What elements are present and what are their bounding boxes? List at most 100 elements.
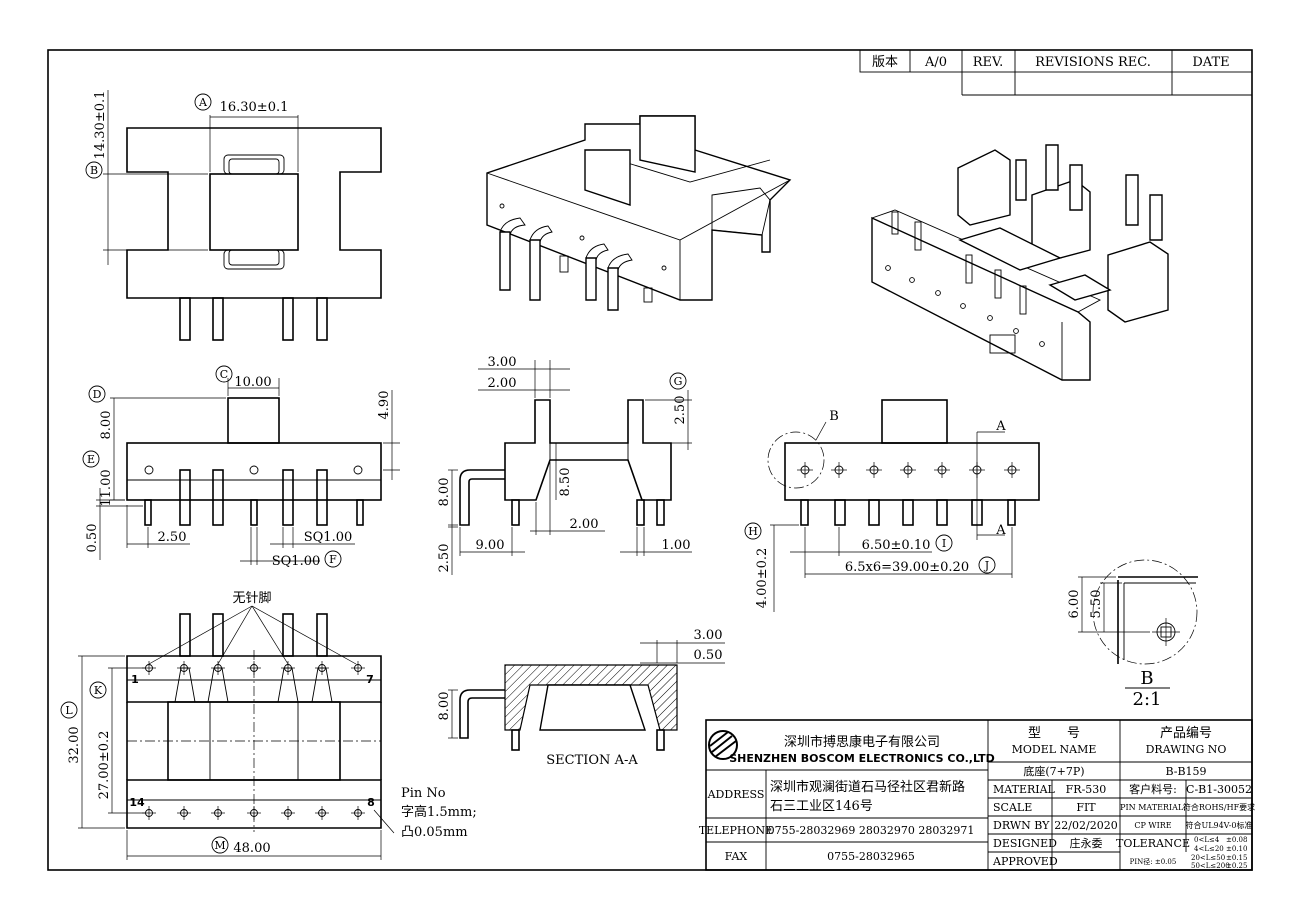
dim-side-base: 2.50 bbox=[437, 544, 452, 573]
material-label: MATERIAL bbox=[993, 783, 1056, 796]
dim-pin-total: 6.5x6=39.00±0.20 bbox=[845, 560, 969, 575]
pin-material-label: PIN MATERIAL: bbox=[1120, 803, 1186, 812]
cp-wire-value: 符合UL94V-0标准 bbox=[1185, 820, 1252, 830]
drawing-label-en: DRAWING NO bbox=[1146, 743, 1227, 756]
dim-side-3: 3.00 bbox=[488, 355, 517, 370]
material-value: FR-530 bbox=[1066, 783, 1107, 796]
pin-view-label-b: B bbox=[829, 409, 839, 424]
scale-value: FIT bbox=[1076, 801, 1096, 814]
iso-view-pins bbox=[871, 144, 1169, 381]
dim-side-g: 2.50 bbox=[673, 396, 688, 425]
drawing-border bbox=[47, 49, 1253, 871]
company-name-cn: 深圳市搏思康电子有限公司 bbox=[784, 734, 940, 750]
drawn-label: DRWN BY bbox=[993, 819, 1050, 832]
dim-section-3: 3.00 bbox=[694, 628, 723, 643]
dim-front-sq-left: SQ1.00 bbox=[272, 554, 321, 569]
date-label: DATE bbox=[1192, 55, 1229, 70]
pin-7-label: 7 bbox=[366, 673, 374, 686]
tol-range-1: 0<L≤4 bbox=[1194, 836, 1220, 844]
designed-label: DESIGNED bbox=[993, 837, 1057, 850]
pin-view: B A A 4.00±0.2 H 6.50±0.10 I 6.5x6=39.00… bbox=[744, 399, 1040, 612]
detail-caption: B bbox=[1140, 668, 1153, 689]
version-value: A/0 bbox=[924, 55, 947, 70]
model-value: 底座(7+7P) bbox=[1023, 764, 1084, 778]
tol-range-3: 20<L≤50 bbox=[1191, 854, 1225, 862]
dim-side-pin: 1.00 bbox=[662, 538, 691, 553]
dim-front-spacing: 2.50 bbox=[158, 530, 187, 545]
address-label: ADDRESS bbox=[707, 788, 765, 801]
drawn-value: 22/02/2020 bbox=[1054, 819, 1117, 832]
dim-side-2: 2.00 bbox=[488, 376, 517, 391]
iso-view-bobbin bbox=[486, 115, 792, 311]
dim-side-inner: 8.50 bbox=[558, 468, 573, 497]
callout-d: D bbox=[93, 388, 102, 401]
bottom-view: 无针脚 1 7 14 8 32.00 L 27.00±0.2 K 48.00 M… bbox=[60, 590, 477, 860]
tol-value-4: ±0.25 bbox=[1226, 862, 1247, 870]
approved-label: APPROVED bbox=[992, 855, 1058, 868]
detail-scale: 2:1 bbox=[1133, 689, 1162, 710]
revision-block: 版本 A/0 REV. REVISIONS REC. DATE bbox=[859, 49, 1253, 96]
dim-top-width: 16.30±0.1 bbox=[220, 100, 289, 115]
no-pin-label: 无针脚 bbox=[232, 590, 271, 606]
front-view: 10.00 C 8.00 D 11.00 E 4.90 0.50 2.50 SQ… bbox=[82, 365, 400, 569]
tol-range-4: 50<L≤200 bbox=[1191, 862, 1230, 870]
dim-side-left: 8.00 bbox=[437, 478, 452, 507]
callout-b: B bbox=[90, 164, 98, 177]
fax-value: 0755-28032965 bbox=[827, 850, 915, 863]
pin-note-line3: 凸0.05mm bbox=[401, 825, 468, 840]
dim-side-lower: 2.00 bbox=[570, 517, 599, 532]
dim-bottom-inner-h: 27.00±0.2 bbox=[97, 731, 112, 800]
callout-e: E bbox=[87, 453, 95, 466]
dim-pin-pitch: 6.50±0.10 bbox=[862, 538, 931, 553]
version-label: 版本 bbox=[872, 55, 898, 70]
tol-value-3: ±0.15 bbox=[1226, 854, 1247, 862]
bottom-pin-row-bottom bbox=[142, 806, 365, 820]
callout-h: H bbox=[748, 525, 758, 538]
pin-note-line2: 字高1.5mm; bbox=[401, 804, 477, 820]
cp-wire-label: CP WIRE bbox=[1134, 821, 1171, 830]
pin-tolerance: PIN径: ±0.05 bbox=[1130, 857, 1177, 866]
revisions-label: REVISIONS REC. bbox=[1035, 55, 1151, 70]
customer-pn-value: C-B1-30052 bbox=[1186, 783, 1252, 796]
dim-bottom-total-h: 32.00 bbox=[67, 726, 82, 763]
top-view: 16.30±0.1 A 14.30±0.1 B bbox=[85, 90, 382, 341]
dim-front-sq-right: SQ1.00 bbox=[304, 530, 353, 545]
dim-section-8: 8.00 bbox=[437, 692, 452, 721]
section-view: 3.00 0.50 8.00 SECTION A-A bbox=[437, 628, 725, 768]
callout-a: A bbox=[198, 96, 208, 109]
pin-note-line1: Pin No bbox=[401, 786, 446, 801]
side-view: 3.00 2.00 2.50 G 8.50 8.00 2.00 2.50 9.0… bbox=[437, 355, 692, 575]
address-line2: 石三工业区146号 bbox=[770, 799, 873, 814]
tol-value-1: ±0.08 bbox=[1226, 836, 1247, 844]
tolerance-label: TOLERANCE bbox=[1116, 837, 1190, 850]
telephone-label: TELEPHONE bbox=[699, 824, 773, 837]
dim-bottom-width: 48.00 bbox=[233, 841, 270, 856]
callout-j: J bbox=[984, 559, 989, 572]
company-name-en: SHENZHEN BOSCOM ELECTRONICS CO.,LTD bbox=[729, 752, 995, 765]
designed-value: 庄永委 bbox=[1070, 836, 1103, 850]
pin-8-label: 8 bbox=[367, 796, 375, 809]
callout-k: K bbox=[94, 684, 103, 697]
address-line1: 深圳市观澜街道石马径社区君新路 bbox=[770, 779, 965, 795]
customer-pn-label: 客户料号: bbox=[1129, 782, 1177, 796]
rev-label: REV. bbox=[973, 55, 1004, 70]
pin-material-value: 符合ROHS/HF要求 bbox=[1183, 802, 1255, 812]
bottom-pin-row-top bbox=[142, 661, 365, 675]
dim-detail-6: 6.00 bbox=[1067, 590, 1082, 619]
scale-label: SCALE bbox=[993, 801, 1032, 814]
dim-front-upper-h: 8.00 bbox=[99, 411, 114, 440]
callout-g: G bbox=[674, 375, 683, 388]
pin-view-label-a-bottom: A bbox=[995, 523, 1006, 538]
model-label-en: MODEL NAME bbox=[1012, 743, 1097, 756]
detail-b-view: 6.00 5.50 B 2:1 bbox=[1067, 559, 1198, 710]
dim-top-height: 14.30±0.1 bbox=[93, 91, 108, 160]
fax-label: FAX bbox=[725, 850, 748, 863]
dim-front-gap: 0.50 bbox=[85, 524, 100, 553]
dim-front-total-h: 11.00 bbox=[99, 469, 114, 506]
callout-f: F bbox=[329, 553, 337, 566]
pin-1-label: 1 bbox=[131, 673, 139, 686]
tol-range-2: 4<L≤20 bbox=[1194, 845, 1224, 853]
dim-front-top-width: 10.00 bbox=[234, 375, 271, 390]
pin-view-label-a-top: A bbox=[995, 419, 1006, 434]
drawing-label-cn: 产品编号 bbox=[1160, 726, 1212, 741]
